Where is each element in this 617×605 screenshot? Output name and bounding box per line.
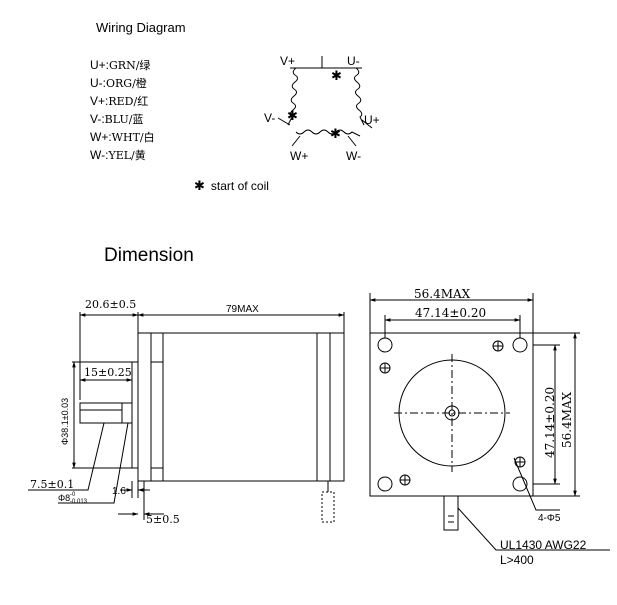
wire-code: U-: <box>90 76 106 90</box>
wiring-diagram-title: Wiring Diagram <box>96 20 186 35</box>
wire-name: RED/红 <box>108 95 149 108</box>
mount-hole <box>512 476 528 492</box>
dim-shaft-dia: Φ8 <box>58 493 70 503</box>
wire-code: V-: <box>90 112 105 126</box>
shaft <box>79 402 133 424</box>
wire-name: BLU/蓝 <box>104 113 144 126</box>
front-view <box>369 293 610 551</box>
dim-shaft-tol-top: -0 <box>70 492 76 498</box>
cable-spec: UL1430 AWG22 <box>500 538 587 552</box>
cable <box>443 495 459 531</box>
wire-code: U+: <box>90 58 110 72</box>
dim-v-pitch: 47.14±0.20 <box>543 387 557 458</box>
coil-v <box>287 67 298 126</box>
terminal-v-plus: V+ <box>280 54 295 68</box>
coil-start-markers: ✱ ✱ ✱ <box>287 68 342 141</box>
coil-u <box>354 67 365 126</box>
mount-hole <box>377 476 393 492</box>
dim-v-max: 56.4MAX <box>560 391 574 448</box>
dim-hole-pitch: 47.14±0.20 <box>415 306 486 320</box>
terminal-u-plus: U+ <box>364 113 380 127</box>
wire-code: V+: <box>90 94 109 108</box>
legend-text: start of coil <box>210 179 269 193</box>
wiring-terminal-labels: V+ U- V- U+ W+ W- <box>264 54 380 163</box>
dim-pilot: Φ38.1±0.03 <box>60 398 70 445</box>
mount-hole <box>512 337 528 353</box>
terminal-w-plus: W+ <box>290 149 308 163</box>
mount-hole <box>377 337 393 353</box>
wire-item-w-minus: W-:YEL/黄 <box>90 146 146 165</box>
terminal-u-minus: U- <box>347 54 360 68</box>
dim-length: 79MAX <box>226 304 259 315</box>
asterisk-icon: ✱ <box>331 68 342 83</box>
wiring-schematic <box>277 56 373 147</box>
dim-shaft-tol-bottom: -0.013 <box>70 499 88 505</box>
side-view <box>28 312 345 523</box>
motor-body <box>137 332 345 482</box>
wire-item-v-minus: V-:BLU/蓝 <box>90 110 143 129</box>
wire-name: GRN/绿 <box>109 59 151 72</box>
terminal-v-minus: V- <box>264 111 275 125</box>
dim-flange: 1.6 <box>112 486 126 497</box>
wire-name: WHT/白 <box>111 131 155 144</box>
wire-name: ORG/橙 <box>106 77 147 90</box>
coil-start-legend: ✱ start of coil <box>194 178 269 194</box>
dim-overall: 20.6±0.5 <box>85 298 136 311</box>
dim-boss: 5±0.5 <box>146 513 180 526</box>
wire-item-u-plus: U+:GRN/绿 <box>90 56 150 75</box>
asterisk-icon: ✱ <box>330 126 341 141</box>
wire-name: YEL/黄 <box>108 149 146 162</box>
wire-item-w-plus: W+:WHT/白 <box>90 128 155 147</box>
dim-holes: 4-Φ5 <box>538 513 561 524</box>
pilot-boss <box>131 361 139 469</box>
asterisk-icon: ✱ <box>194 178 205 193</box>
wire-item-u-minus: U-:ORG/橙 <box>90 74 147 93</box>
terminal-w-minus: W- <box>346 149 361 163</box>
dim-width-max: 56.4MAX <box>414 287 471 301</box>
dim-flat: 7.5±0.1 <box>30 478 74 491</box>
wire-code: W-: <box>90 148 109 162</box>
cable-stub <box>321 491 335 523</box>
wire-item-v-plus: V+:RED/红 <box>90 92 148 111</box>
asterisk-icon: ✱ <box>287 108 298 123</box>
wire-code: W+: <box>90 130 112 144</box>
coil-w <box>295 129 361 137</box>
dimension-title: Dimension <box>104 245 194 266</box>
dim-shaft-length: 15±0.25 <box>84 366 132 379</box>
cable-length: L>400 <box>500 553 534 567</box>
